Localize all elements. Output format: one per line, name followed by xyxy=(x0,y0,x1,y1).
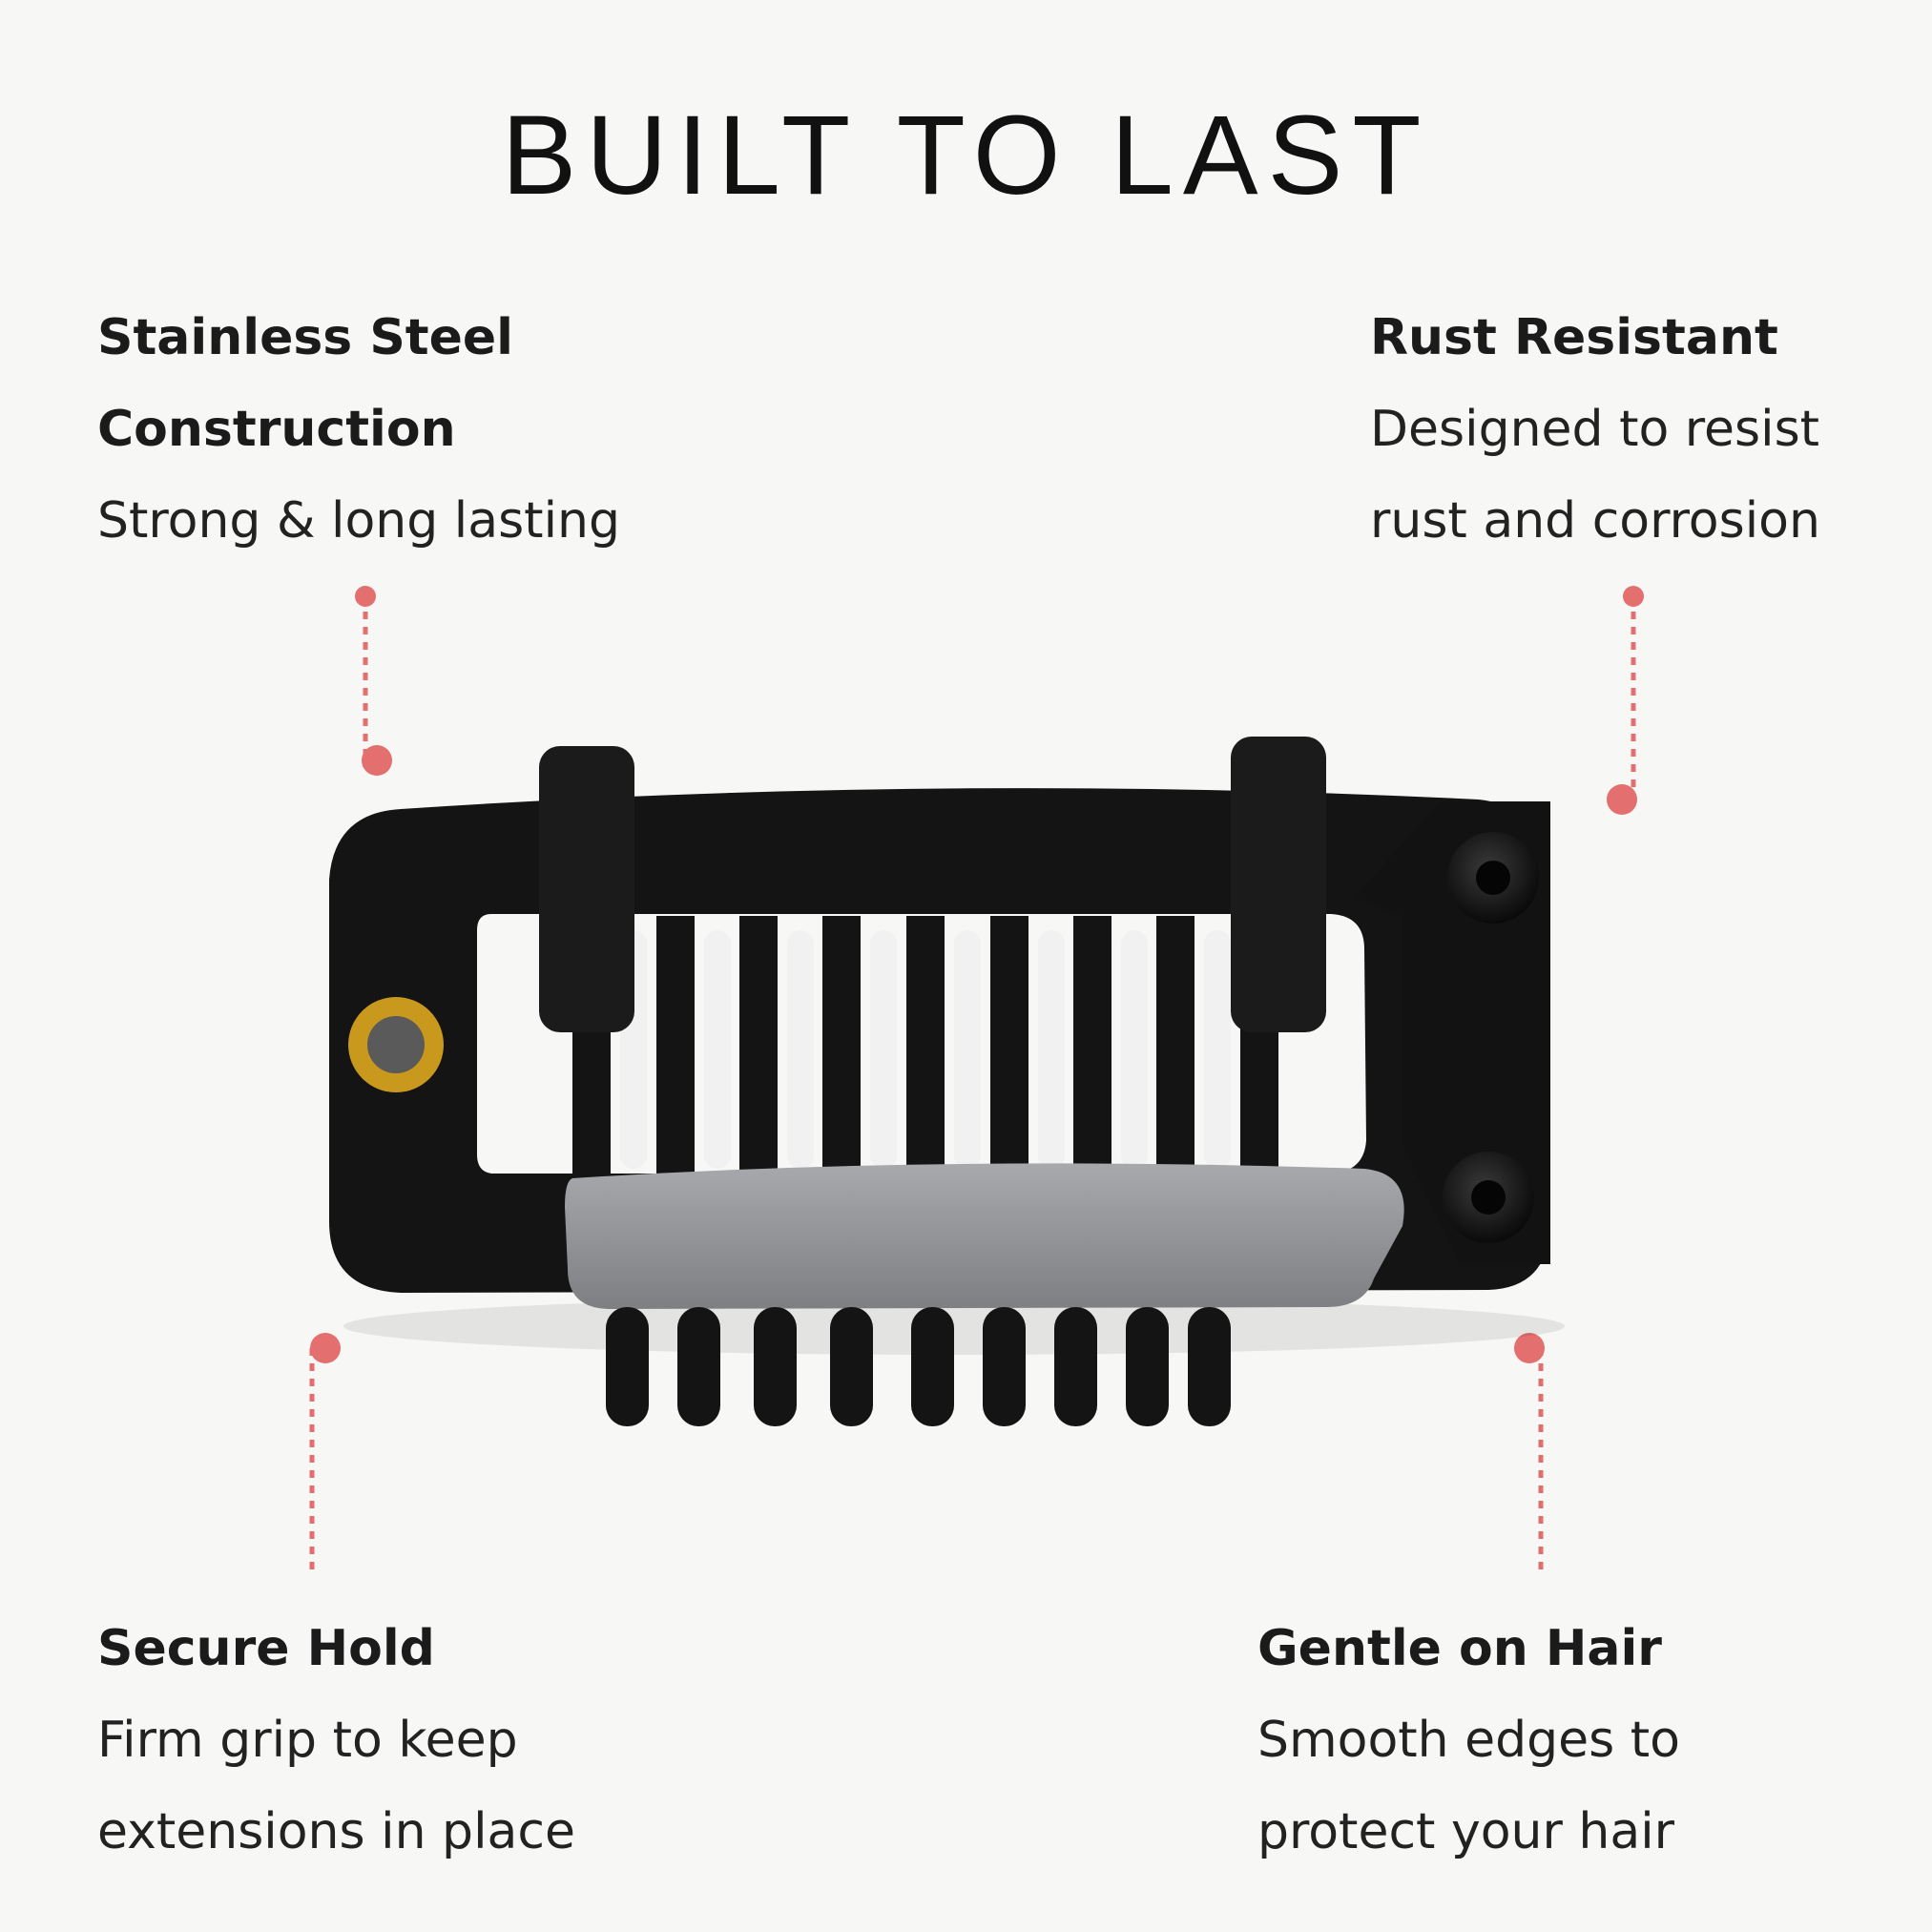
feature-heading: Rust Resistant xyxy=(1370,309,1778,366)
hair-clip xyxy=(329,737,1565,1426)
feature-secure-hold: Secure Hold Firm grip to keep extensions… xyxy=(97,1603,575,1878)
feature-heading: Gentle on Hair xyxy=(1257,1620,1662,1677)
page-title: BUILT TO LAST xyxy=(501,93,1431,218)
feature-description: Designed to resist xyxy=(1370,401,1820,458)
feature-description: Smooth edges to xyxy=(1257,1712,1680,1769)
callout-dot xyxy=(355,586,376,607)
clip-tooth-gaps xyxy=(620,930,1231,1169)
feature-description: rust and corrosion xyxy=(1370,492,1820,550)
feature-rust-resistant: Rust Resistant Designed to resist rust a… xyxy=(1370,292,1820,567)
callout-dot xyxy=(1607,784,1637,815)
callout-dot xyxy=(310,1333,341,1363)
feature-description: extensions in place xyxy=(97,1803,575,1860)
callout-dot xyxy=(1514,1333,1545,1363)
callout-dot xyxy=(1623,586,1644,607)
callout-dots xyxy=(310,586,1644,1363)
callout-connectors xyxy=(309,596,1636,1572)
feature-heading: Construction xyxy=(97,401,456,458)
feature-description: protect your hair xyxy=(1257,1803,1675,1860)
feature-stainless-steel: Stainless Steel Construction Strong & lo… xyxy=(97,292,620,567)
clip-teeth xyxy=(572,916,1278,1174)
clip-tooth-tips xyxy=(606,1307,1231,1426)
clip-strap-left xyxy=(539,746,634,1032)
clip-silicone-pad xyxy=(565,1163,1404,1309)
feature-heading: Secure Hold xyxy=(97,1620,435,1677)
clip-strap-right xyxy=(1231,737,1326,1032)
feature-gentle-on-hair: Gentle on Hair Smooth edges to protect y… xyxy=(1257,1603,1680,1878)
feature-heading: Stainless Steel xyxy=(97,309,514,366)
feature-description: Strong & long lasting xyxy=(97,492,620,550)
callout-dot xyxy=(362,745,392,776)
feature-description: Firm grip to keep xyxy=(97,1712,518,1769)
